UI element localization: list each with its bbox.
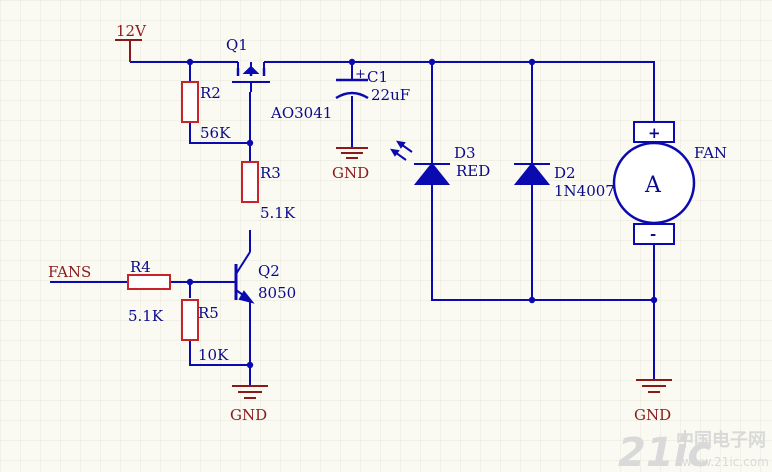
r4-value: 5.1K [128,307,164,325]
c1-ref: C1 [367,68,388,86]
gnd-symbol-right [636,379,672,393]
r5-body [181,299,199,341]
watermark-brand: 21ic [618,430,711,472]
r4-ref: R4 [130,258,151,276]
q2-transistor [234,251,255,304]
r4-body [127,274,171,290]
gnd-symbol-left [232,385,268,399]
q1-value: AO3041 [270,104,332,122]
d2-ref: D2 [554,164,576,182]
d3-ref: D3 [454,144,476,162]
gnd-cap-label: GND [332,164,369,182]
d2-diode [513,162,551,185]
r2-ref: R2 [200,84,221,102]
q2-ref: Q2 [258,262,280,280]
c1-value: 22uF [371,86,410,104]
fan-minus: - [650,225,656,243]
q1-ref: Q1 [226,36,248,54]
fan-symbol: A [644,173,662,198]
watermark-url: www.21ic.com [682,455,769,469]
c1-plus: + [355,67,366,82]
d2-value: 1N4007 [554,182,615,200]
r5-value: 10K [198,346,229,364]
vcc-label: 12V [116,22,147,40]
gnd-right-label: GND [634,406,671,424]
r3-body [241,161,259,203]
d3-value: RED [456,162,490,180]
fans-net-label: FANS [48,263,91,281]
r5-ref: R5 [198,304,219,322]
fan-ref: FAN [694,144,727,162]
r2-value: 56K [200,124,231,142]
q1-mosfet [232,61,270,92]
vcc-port [115,39,142,62]
c1-capacitor [335,78,369,100]
junctions [186,58,658,369]
gnd-left-label: GND [230,406,267,424]
watermark-cn: 中国电子网 [676,429,766,451]
r3-value: 5.1K [260,204,296,222]
fan-plus: + [648,124,661,142]
r3-ref: R3 [260,164,281,182]
r2-body [181,81,199,123]
q2-value: 8050 [258,284,296,302]
d3-led [390,140,451,185]
gnd-symbol-cap [336,147,368,159]
fan-motor [612,121,696,245]
